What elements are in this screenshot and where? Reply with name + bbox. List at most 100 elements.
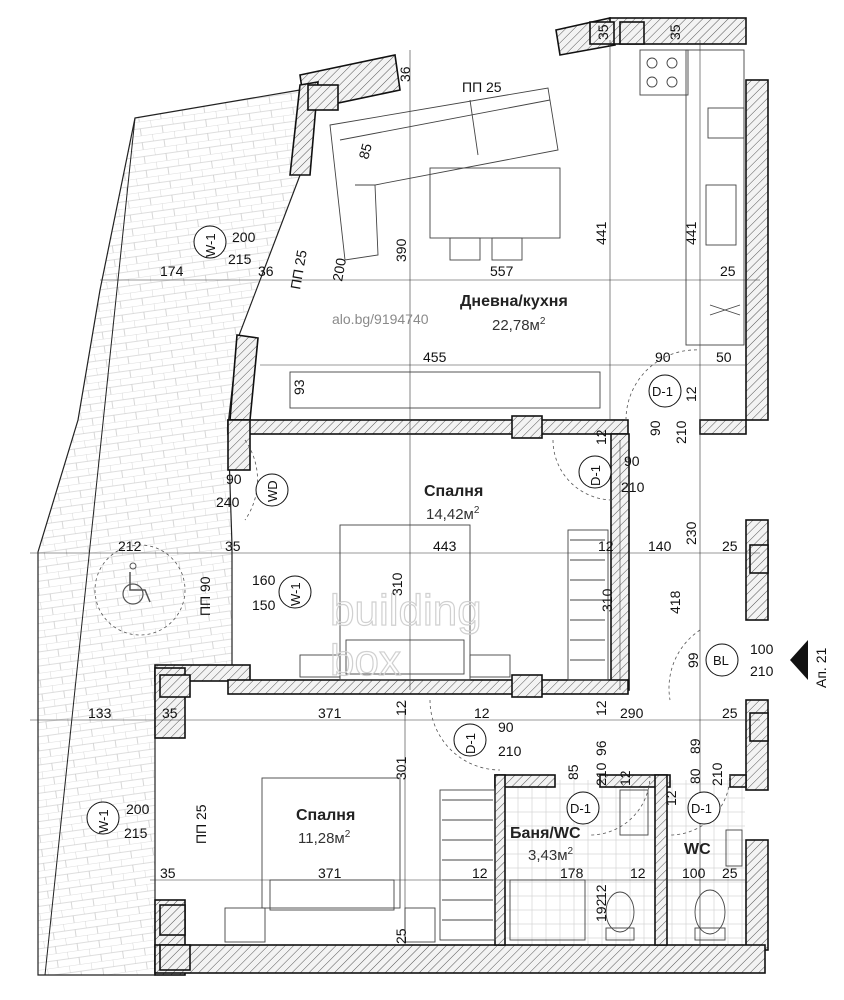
- dim-160: 160: [252, 572, 276, 588]
- dim-12: 12: [617, 770, 633, 786]
- apartment-label: Ап. 21: [813, 648, 829, 688]
- living-room-name: Дневна/кухня: [460, 293, 568, 310]
- dimension-labels: 36 36 35 35 ПП 25 85 390 441 441 200 215…: [88, 24, 774, 944]
- window-tag-w1-bedroom1: W-1: [278, 575, 312, 609]
- dim-12: 12: [630, 865, 646, 881]
- dim-90: 90: [624, 453, 640, 469]
- dim-pp25: ПП 25: [462, 79, 502, 95]
- wardrobe-1: [567, 529, 609, 681]
- wheelchair-icon: [94, 544, 186, 636]
- apartment-entry-arrow: [790, 640, 808, 680]
- kitchen-counter: [639, 49, 745, 346]
- svg-text:WD: WD: [265, 480, 280, 502]
- svg-text:D-1: D-1: [463, 733, 478, 754]
- dim-455: 455: [423, 349, 447, 365]
- dim-35: 35: [162, 705, 178, 721]
- dim-pp25: ПП 25: [287, 249, 310, 291]
- dim-200: 200: [329, 257, 349, 283]
- door-tag-d1-bedroom2: D-1: [453, 723, 487, 757]
- door-tag-d1-wc: D-1: [687, 791, 721, 825]
- dim-35: 35: [667, 24, 683, 40]
- dimension-lines: [30, 40, 760, 945]
- dim-418: 418: [667, 590, 683, 614]
- dim-12: 12: [598, 538, 614, 554]
- dim-390: 390: [393, 238, 409, 262]
- door-tag-d1-living: D-1: [648, 374, 682, 408]
- dim-371: 371: [318, 705, 342, 721]
- door-tag-d1-bath: D-1: [566, 791, 600, 825]
- watermark-brand-line2: box: [330, 636, 401, 685]
- dim-210: 210: [709, 762, 725, 786]
- dim-25: 25: [393, 928, 409, 944]
- door-tag-d1-bedroom1: D-1: [578, 455, 612, 489]
- dim-240: 240: [216, 494, 240, 510]
- dim-96: 96: [593, 740, 609, 756]
- dim-441: 441: [683, 221, 699, 245]
- dim-85: 85: [355, 141, 375, 160]
- svg-text:W-1: W-1: [203, 233, 218, 257]
- dim-93: 93: [291, 379, 307, 395]
- dim-12: 12: [593, 884, 609, 900]
- door-tag-wd: WD: [255, 473, 289, 507]
- dim-150: 150: [252, 597, 276, 613]
- bedroom2-name: Спалня: [296, 807, 355, 824]
- dim-85: 85: [565, 764, 581, 780]
- dim-pp25: ПП 25: [193, 804, 209, 844]
- dim-210: 210: [498, 743, 522, 759]
- dim-50: 50: [716, 349, 732, 365]
- dim-90: 90: [226, 471, 242, 487]
- dim-12: 12: [393, 700, 409, 716]
- dim-210: 210: [593, 762, 609, 786]
- dim-90: 90: [647, 420, 663, 436]
- svg-text:D-1: D-1: [570, 801, 591, 816]
- dim-441: 441: [593, 221, 609, 245]
- dim-178: 178: [560, 865, 584, 881]
- dim-25: 25: [720, 263, 736, 279]
- dim-99: 99: [685, 652, 701, 668]
- svg-text:D-1: D-1: [691, 801, 712, 816]
- dim-443: 443: [433, 538, 457, 554]
- dim-290: 290: [620, 705, 644, 721]
- watermark-url: alo.bg/9194740: [332, 311, 429, 327]
- svg-text:BL: BL: [713, 653, 729, 668]
- sofa: [329, 87, 559, 261]
- bathroom-fixtures: [509, 789, 649, 941]
- dim-36: 36: [258, 263, 274, 279]
- dim-12: 12: [593, 700, 609, 716]
- dim-12: 12: [474, 705, 490, 721]
- watermark-brand-line1: building: [330, 586, 482, 635]
- dim-100: 100: [750, 641, 774, 657]
- dim-210: 210: [621, 479, 645, 495]
- dim-80: 80: [687, 768, 703, 784]
- svg-text:D-1: D-1: [588, 465, 603, 486]
- dim-210: 210: [750, 663, 774, 679]
- dim-pp90: ПП 90: [197, 576, 213, 616]
- dim-133: 133: [88, 705, 112, 721]
- dim-371: 371: [318, 865, 342, 881]
- bathroom-area: 3,43м2: [528, 846, 574, 864]
- door-tag-bl: BL: [705, 643, 739, 677]
- wardrobe-2: [439, 789, 496, 941]
- bedroom1-name: Спалня: [424, 483, 483, 500]
- bed-1: [299, 524, 511, 681]
- dim-210: 210: [673, 420, 689, 444]
- dim-200: 200: [126, 801, 150, 817]
- dim-90: 90: [498, 719, 514, 735]
- wc-fixtures: [694, 829, 743, 941]
- dim-12: 12: [593, 429, 609, 445]
- dim-25: 25: [722, 865, 738, 881]
- dim-215: 215: [124, 825, 148, 841]
- svg-text:W-1: W-1: [288, 582, 303, 606]
- dim-215: 215: [228, 251, 252, 267]
- bedroom2-area: 11,28м2: [298, 829, 351, 847]
- dim-25: 25: [722, 705, 738, 721]
- dim-192: 192: [593, 898, 609, 922]
- dim-35: 35: [595, 24, 611, 40]
- dim-12: 12: [663, 790, 679, 806]
- tv-unit: [289, 371, 601, 409]
- dim-12: 12: [472, 865, 488, 881]
- dim-230: 230: [683, 521, 699, 545]
- dim-25: 25: [722, 538, 738, 554]
- dim-140: 140: [648, 538, 672, 554]
